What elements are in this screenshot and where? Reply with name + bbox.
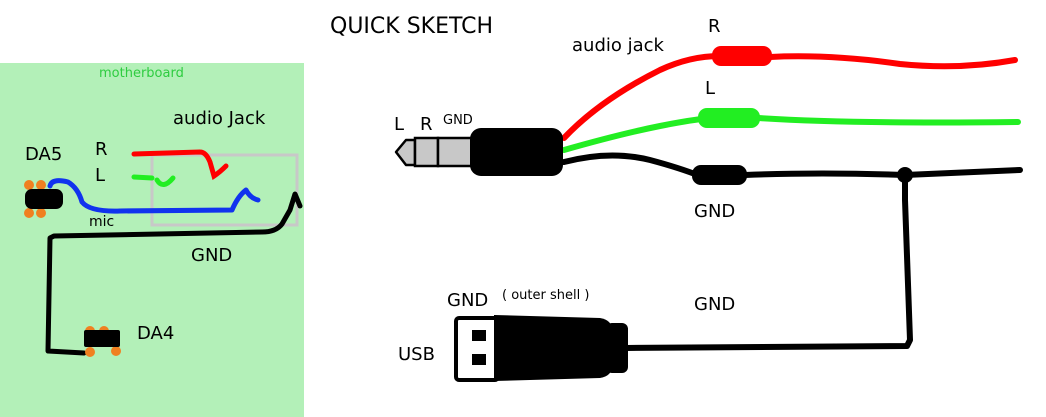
mb-l-label: L <box>95 165 106 186</box>
wire-r-label: R <box>708 16 721 37</box>
jack-red-sleeve <box>712 46 772 66</box>
outer-shell-label: ( outer shell ) <box>502 288 590 303</box>
mb-blue-wire <box>47 178 261 214</box>
wire-gnd-label: GND <box>694 201 736 222</box>
audio-jack-label: audio jack <box>572 35 664 56</box>
mb-gnd-label: GND <box>191 245 233 266</box>
jack-gnd-tail <box>742 167 1023 179</box>
usb-gnd-wire <box>623 172 913 351</box>
mb-gnd-wire <box>45 191 303 356</box>
mb-green-wire <box>131 174 176 187</box>
mb-r-label: R <box>95 139 108 160</box>
mic-label: mic <box>89 214 115 230</box>
jack-red-tail <box>767 53 1018 70</box>
mb-audio-jack-label: audio Jack <box>173 108 266 129</box>
wire-l-label: L <box>705 78 716 99</box>
plug-l-label: L <box>394 114 405 135</box>
jack-gnd-sleeve <box>692 165 747 185</box>
diagram-title: QUICK SKETCH <box>330 14 494 39</box>
usb-gnd-label: GND <box>447 290 489 311</box>
da5-label: DA5 <box>25 144 63 165</box>
usb-plug-icon <box>454 315 628 382</box>
plug-r-label: R <box>420 114 433 135</box>
audio-plug-icon <box>394 128 563 176</box>
plug-gnd-label: GND <box>443 113 473 128</box>
usb-wire-gnd-label: GND <box>694 294 736 315</box>
mb-red-wire <box>131 149 229 180</box>
jack-gnd-wire <box>561 152 703 179</box>
jack-green-tail <box>755 115 1021 126</box>
jack-green-wire <box>561 115 713 153</box>
jack-green-sleeve <box>698 108 760 128</box>
da5-component <box>24 180 63 218</box>
motherboard-label: motherboard <box>99 66 184 81</box>
usb-label: USB <box>398 344 435 365</box>
da4-label: DA4 <box>137 323 175 344</box>
da4-component <box>84 326 121 357</box>
motherboard-jack-outline <box>150 153 299 227</box>
jack-red-wire <box>561 53 723 141</box>
